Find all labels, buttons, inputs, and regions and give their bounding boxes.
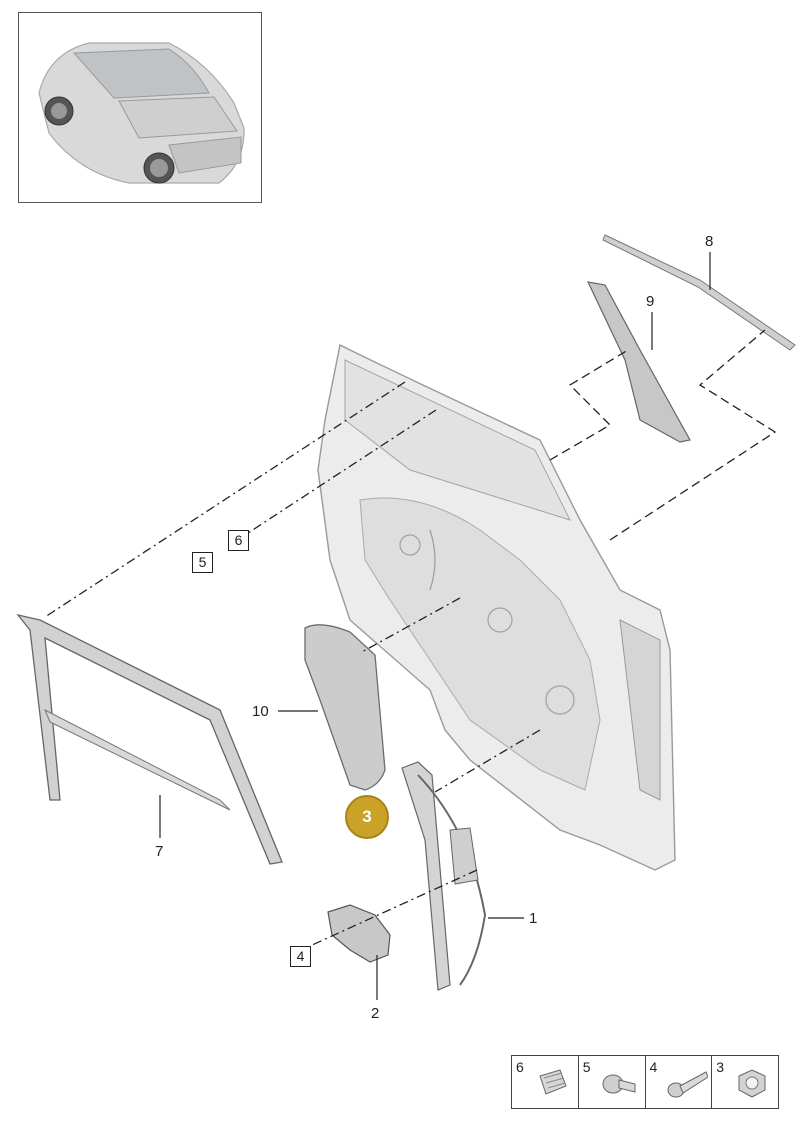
part-10-sealing-pad xyxy=(304,624,386,791)
legend-number: 5 xyxy=(582,1059,591,1075)
callout-8: 8 xyxy=(705,233,713,250)
callout-7: 7 xyxy=(155,843,163,860)
legend-number: 4 xyxy=(649,1059,658,1075)
callout-2: 2 xyxy=(371,1005,379,1022)
vehicle-thumbnail xyxy=(18,12,262,203)
legend-cell-6[interactable]: 6 xyxy=(512,1056,579,1108)
long-bolt-icon xyxy=(667,1071,708,1098)
suv-illustration xyxy=(38,42,245,184)
reference-lines xyxy=(44,381,541,947)
legend-cell-3[interactable]: 3 xyxy=(712,1056,778,1108)
part-1-window-regulator xyxy=(401,761,487,991)
leader-lines xyxy=(159,252,711,1000)
callout-box-4: 4 xyxy=(290,946,311,967)
legend-number: 3 xyxy=(716,1059,725,1075)
legend-cell-5[interactable]: 5 xyxy=(579,1056,646,1108)
part-2-regulator-motor xyxy=(327,904,391,963)
flange-bolt-icon xyxy=(602,1074,636,1094)
callout-10: 10 xyxy=(252,703,269,720)
part-7-window-seal xyxy=(16,613,283,865)
legend-cell-4[interactable]: 4 xyxy=(646,1056,713,1108)
legend-number: 6 xyxy=(516,1059,524,1075)
callout-1: 1 xyxy=(529,910,537,927)
fastener-legend: 6 5 4 3 xyxy=(511,1055,779,1109)
highlight-badge-3[interactable]: 3 xyxy=(345,795,389,839)
rear-door-shell xyxy=(317,343,676,871)
part-8-seal-strip xyxy=(602,234,796,351)
callout-9: 9 xyxy=(646,293,654,310)
part-9-window-channel xyxy=(586,281,691,443)
callout-box-6: 6 xyxy=(228,530,249,551)
hex-nut-icon xyxy=(738,1069,766,1098)
callout-box-5: 5 xyxy=(192,552,213,573)
stud-bolt-icon xyxy=(539,1069,567,1095)
channel-reference-lines xyxy=(549,329,777,541)
